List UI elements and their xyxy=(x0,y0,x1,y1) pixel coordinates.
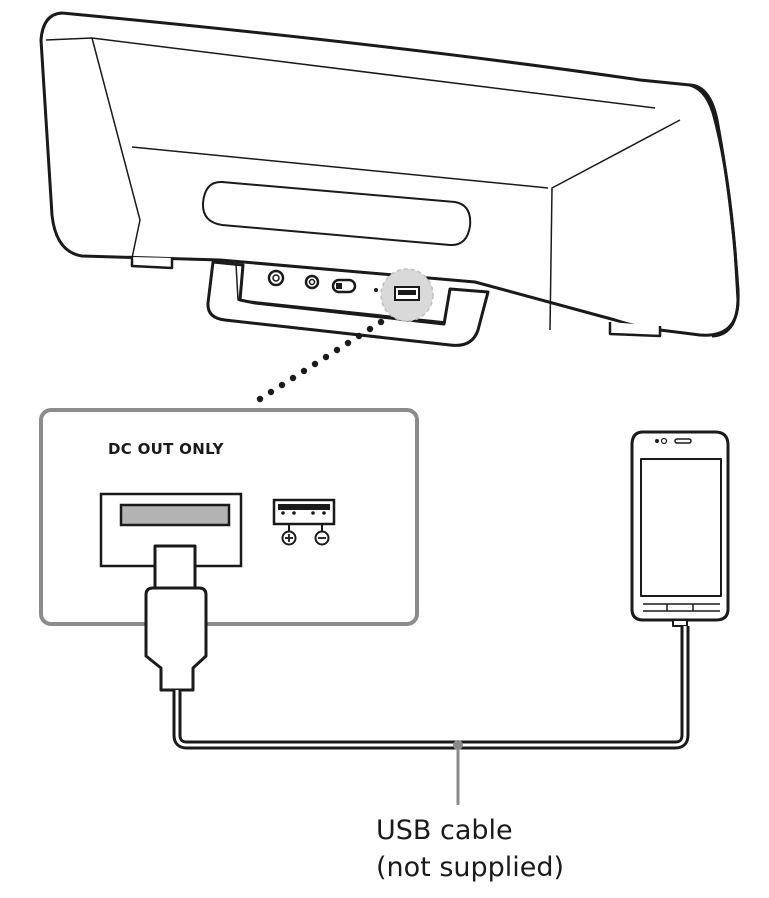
usb-port-highlight xyxy=(381,269,433,321)
caption-line-2: (not supplied) xyxy=(376,849,636,886)
rear-jacks xyxy=(269,271,378,292)
caption-line-1: USB cable xyxy=(376,812,636,849)
detail-panel: DC OUT ONLY xyxy=(41,410,417,624)
usb-cable-caption: USB cable (not supplied) xyxy=(376,812,636,886)
smartphone xyxy=(632,432,728,626)
cable-callout-leader xyxy=(453,740,463,805)
usb-cable xyxy=(177,626,685,745)
panel-label: DC OUT ONLY xyxy=(108,440,225,458)
